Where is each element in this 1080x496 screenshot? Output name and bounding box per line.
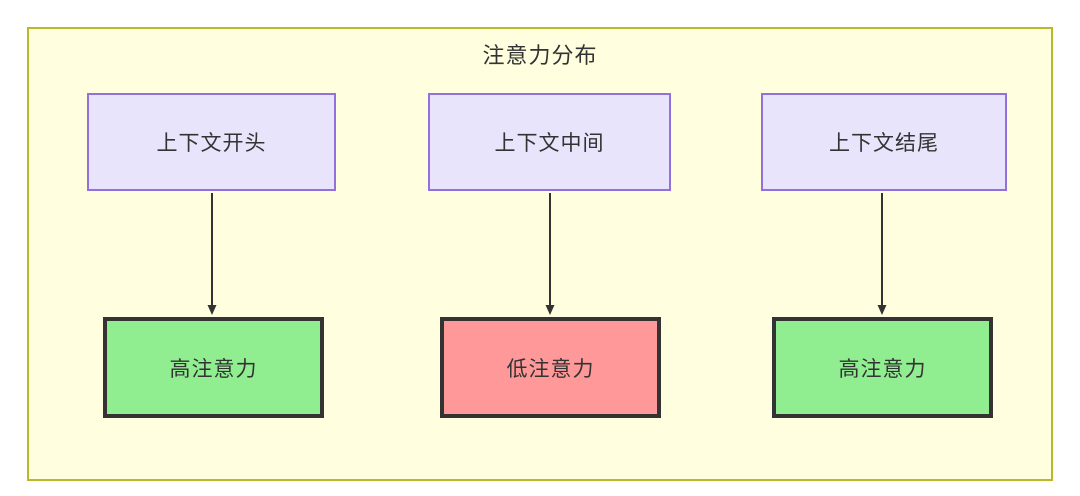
node-context-middle[interactable]: 上下文中间	[428, 93, 671, 191]
node-context-start[interactable]: 上下文开头	[87, 93, 336, 191]
node-label: 上下文结尾	[829, 132, 939, 155]
node-label: 高注意力	[169, 357, 258, 381]
node-label: 上下文中间	[494, 132, 605, 155]
node-label: 低注意力	[506, 357, 595, 381]
node-context-end[interactable]: 上下文结尾	[761, 93, 1007, 191]
node-high-attention-end[interactable]: 高注意力	[772, 317, 993, 418]
node-label: 高注意力	[838, 357, 927, 381]
node-high-attention-start[interactable]: 高注意力	[103, 317, 324, 418]
subgraph-title: 注意力分布	[482, 43, 598, 68]
node-low-attention-middle[interactable]: 低注意力	[440, 317, 661, 418]
node-label: 上下文开头	[156, 132, 267, 155]
